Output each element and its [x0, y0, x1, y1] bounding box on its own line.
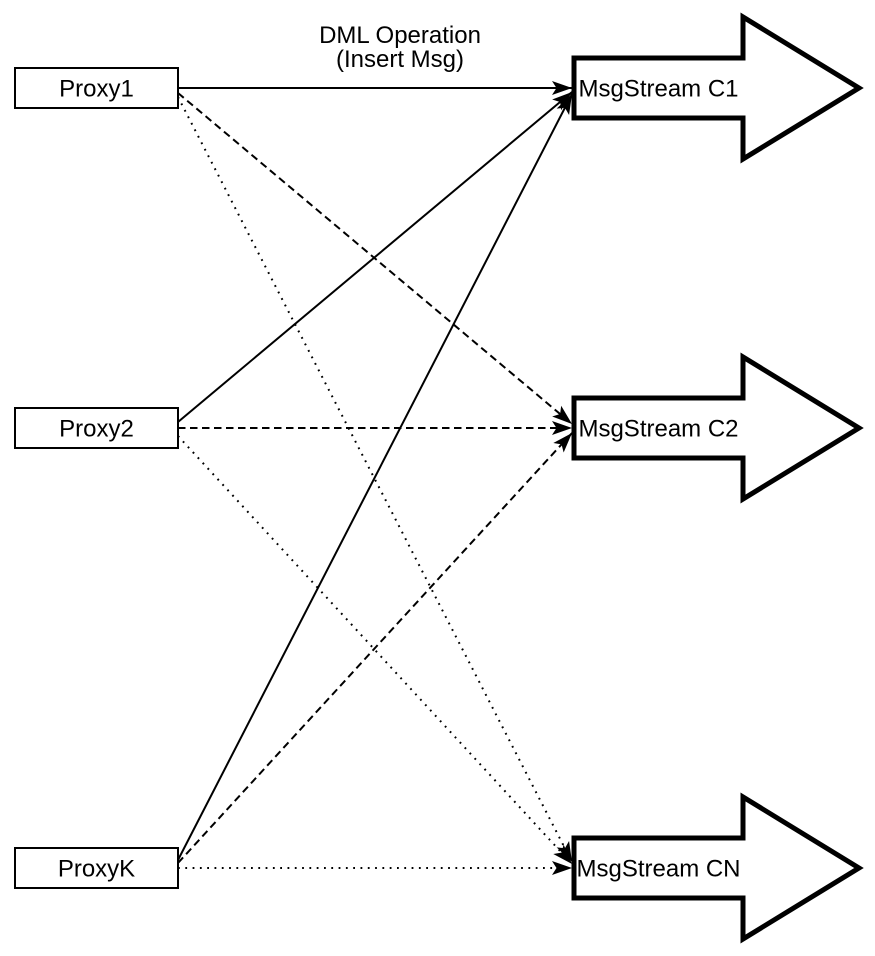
proxy-box-proxy1 [14, 67, 179, 109]
proxy-label-proxyK: ProxyK [58, 856, 135, 883]
diagram-title: DML Operation (Insert Msg) [319, 24, 481, 72]
title-line-1: DML Operation [319, 22, 481, 49]
edge-proxy2-to-msgstream-c1 [177, 91, 573, 423]
stream-label-cn: MsgStream CN [576, 856, 740, 883]
edge-proxyk-to-msgstream-c1 [177, 93, 573, 861]
stream-label-c2: MsgStream C2 [578, 416, 738, 443]
title-line-2: (Insert Msg) [335, 46, 465, 73]
stream-arrow-c2 [571, 352, 864, 504]
edge-proxy1-to-msgstream-cn [177, 96, 573, 863]
proxy-box-proxyK [14, 847, 179, 889]
edge-proxyk-to-msgstream-c2 [177, 432, 573, 864]
stream-arrow-c1 [571, 12, 864, 164]
edges-layer [177, 81, 573, 875]
proxy-label-proxy1: Proxy1 [59, 76, 134, 103]
proxy-label-proxy2: Proxy2 [59, 416, 134, 443]
proxy-box-proxy2 [14, 407, 179, 449]
stream-label-c1: MsgStream C1 [578, 76, 738, 103]
edge-proxy1-to-msgstream-c2 [177, 92, 573, 425]
stream-arrow-cn [571, 792, 864, 944]
